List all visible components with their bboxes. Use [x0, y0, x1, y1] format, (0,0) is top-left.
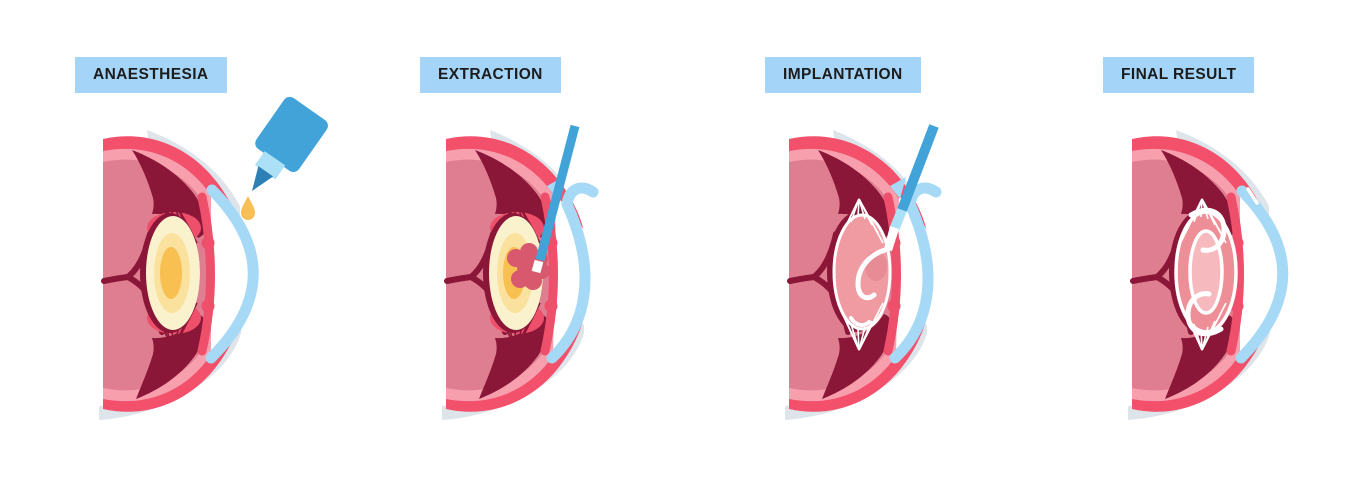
iris-front-strip: [1226, 192, 1244, 356]
iris-bump-top: [201, 236, 215, 250]
iris-bump-bottom: [1230, 299, 1244, 313]
panel-implantation: IMPLANTATION: [686, 0, 1029, 500]
cornea-arc: [205, 184, 259, 364]
iol-haptic-unfolding: [855, 247, 888, 301]
zonule-fibers-bottom: [1180, 302, 1227, 351]
anterior-chamber: [896, 196, 940, 357]
phaco-probe-icon: [531, 124, 580, 274]
panel-final-result: FINAL RESULT: [1029, 0, 1372, 500]
stage-label-implantation: IMPLANTATION: [765, 57, 921, 93]
cornea-flap-fragment: [890, 177, 906, 199]
stage-label-final-result: FINAL RESULT: [1103, 57, 1255, 93]
zonule-fibers-top: [837, 198, 884, 244]
iris-front-strip: [197, 192, 215, 356]
zonule-fibers-top: [1180, 198, 1227, 244]
eye-diagram-extraction: [442, 124, 599, 420]
cornea-arc-cut: [546, 182, 599, 364]
panel-anaesthesia: ANAESTHESIA: [0, 0, 343, 500]
iris-bump-bottom: [201, 299, 215, 313]
iris-front-strip: [883, 192, 901, 356]
iol-haptic-tip: [849, 316, 871, 328]
eye-diagram-final-result: [1128, 130, 1289, 420]
ciliary-body-bottom: [479, 314, 549, 399]
cornea-incision-scar: [1246, 187, 1259, 205]
ciliary-body-bottom: [1165, 314, 1235, 399]
anaesthetic-drop: [241, 196, 255, 220]
ciliary-body-top: [818, 150, 892, 238]
iris-bump-bottom: [887, 299, 901, 313]
panel-extraction: EXTRACTION: [343, 0, 686, 500]
eye-dropper-bottle-icon: [252, 96, 328, 191]
stage-label-anaesthesia: ANAESTHESIA: [75, 57, 227, 93]
cornea-arc-cut: [889, 182, 942, 364]
zonule-fibers-bottom: [837, 302, 884, 351]
ciliary-body-bottom: [822, 314, 892, 399]
stage-label-extraction: EXTRACTION: [420, 57, 561, 93]
eye-diagram-anaesthesia: [99, 96, 328, 420]
iris-bump-bottom: [544, 299, 558, 313]
implanted-iol-lens: [1174, 207, 1238, 337]
iol-injector-icon: [884, 124, 939, 251]
ciliary-body-bottom: [136, 314, 206, 399]
anterior-chamber: [553, 196, 597, 357]
cataract-lens: [146, 216, 200, 330]
cornea-arc: [1235, 185, 1289, 364]
eye-diagram-implantation: [785, 124, 942, 420]
